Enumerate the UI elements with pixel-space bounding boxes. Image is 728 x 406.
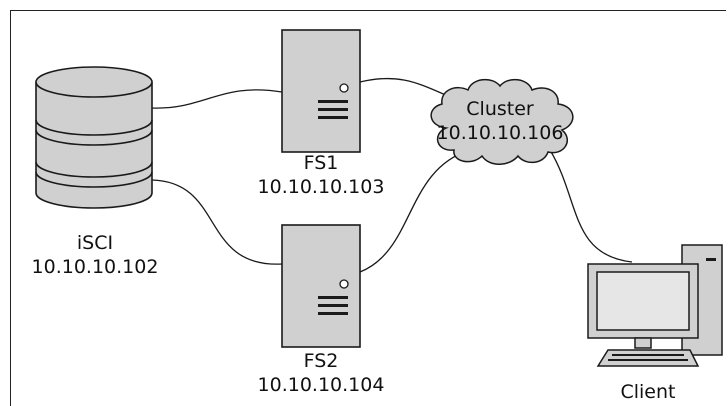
fs2-label: FS2 10.10.10.104 — [231, 349, 411, 397]
fs1-label: FS1 10.10.10.103 — [231, 151, 411, 199]
link-iscsi-fs2 — [151, 179, 283, 265]
iscsi-name: iSCI — [76, 232, 114, 254]
fs1-name: FS1 — [303, 152, 339, 174]
cluster-name: Cluster — [466, 98, 534, 120]
server-icon — [281, 224, 361, 348]
cloud-icon — [430, 78, 574, 165]
desktop-computer-icon — [587, 244, 723, 367]
server-icon — [281, 29, 361, 153]
cluster-ip: 10.10.10.106 — [436, 122, 564, 144]
diagram-frame — [10, 10, 726, 406]
client-label: Client — [598, 380, 698, 404]
cluster-label: Cluster 10.10.10.106 — [420, 97, 580, 145]
iscsi-label: iSCI 10.10.10.102 — [0, 231, 190, 279]
fs2-ip: 10.10.10.104 — [257, 374, 385, 396]
link-cluster-client — [549, 149, 633, 263]
link-iscsi-fs1 — [151, 89, 283, 109]
database-icon — [35, 66, 153, 209]
client-name: Client — [620, 381, 676, 403]
connections — [151, 77, 633, 273]
fs2-name: FS2 — [303, 350, 339, 372]
iscsi-ip: 10.10.10.102 — [31, 256, 159, 278]
link-fs2-cluster — [359, 149, 471, 273]
fs1-ip: 10.10.10.103 — [257, 176, 385, 198]
